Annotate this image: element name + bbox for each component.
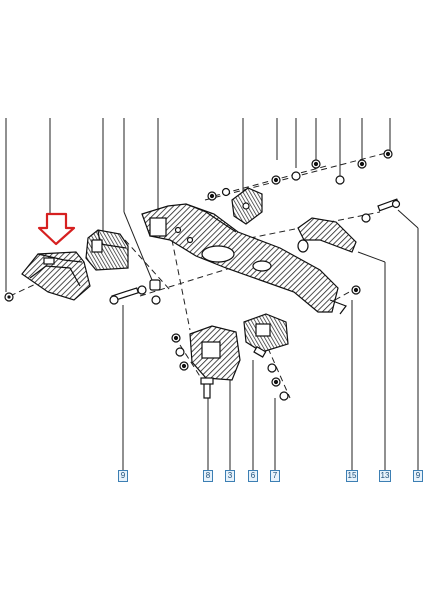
nut [271, 377, 281, 387]
callout-8: 8 [203, 470, 213, 482]
lower-mount-assembly [189, 313, 289, 381]
nut [291, 171, 301, 181]
callout-3: 3 [225, 470, 235, 482]
callout-9: 9 [118, 470, 128, 482]
engine-mount-left [21, 251, 91, 301]
callout-15: 15 [346, 470, 358, 482]
nut [267, 363, 277, 373]
nut [383, 149, 393, 159]
callout-6: 6 [248, 470, 258, 482]
nut [149, 279, 161, 291]
nut [171, 333, 181, 343]
nut [361, 213, 371, 223]
down-arrow-icon [37, 212, 76, 246]
nut [351, 285, 361, 295]
top-leader-lines [5, 118, 391, 292]
nut [137, 285, 147, 295]
nut [221, 187, 231, 197]
torque-rod [297, 217, 357, 253]
callout-7: 7 [270, 470, 280, 482]
nut [357, 159, 367, 169]
bolts [109, 198, 401, 399]
bracket-top [231, 187, 263, 225]
washers-nuts [137, 149, 393, 401]
nut [335, 175, 345, 185]
nut [151, 295, 161, 305]
nut-left [4, 292, 14, 302]
bottom-leader-lines [122, 209, 419, 470]
nut [271, 175, 281, 185]
nut [179, 361, 189, 371]
callout-13: 13 [379, 470, 391, 482]
nut [311, 159, 321, 169]
nut [279, 391, 289, 401]
nut [175, 347, 185, 357]
rubber-mount-block [85, 229, 129, 271]
subframe-crossmember [141, 203, 347, 315]
nut [207, 191, 217, 201]
callout-9-right: 9 [413, 470, 423, 482]
